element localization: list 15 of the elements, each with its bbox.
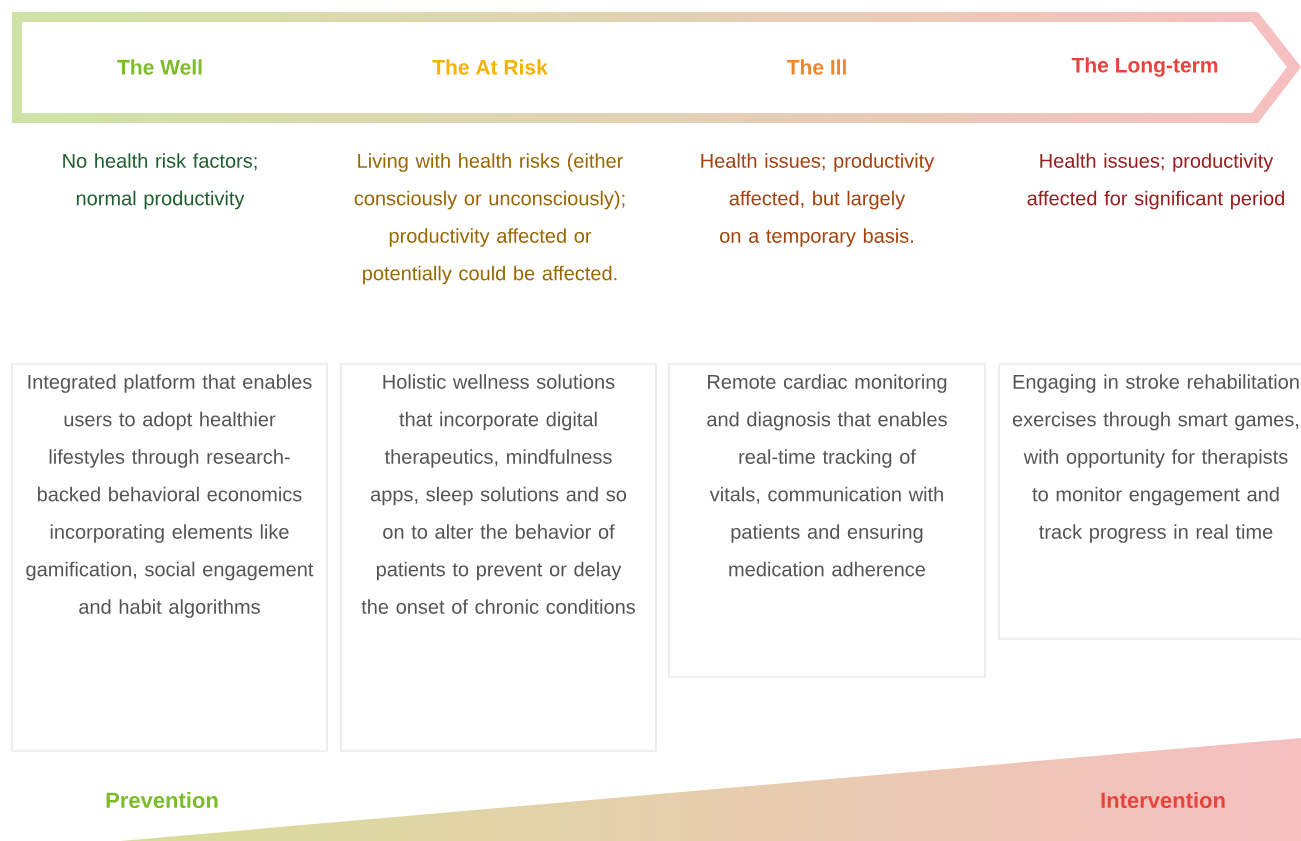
stage-heading: The Ill	[786, 59, 846, 75]
stage-description: Health issues; productivity affected, but largely on a temporary basis.	[701, 153, 935, 247]
stage-heading: The Long-term	[1071, 57, 1218, 77]
description-box: Engaging in stroke rehabilitation exercises through smart games, with opportunity for therapists to monitor engagement and track progress in real time	[998, 363, 1301, 640]
stage-heading: The At Risk	[432, 59, 548, 75]
description-box: Integrated platform that enables users to adopt healthier lifestyles through research-backed behavioral economics incorporating elements like gamification, social engagement and habit algorithms	[11, 363, 328, 752]
stage-heading: The Well	[117, 59, 202, 75]
scale-label: Prevention	[106, 791, 218, 809]
description-box: Holistic wellness solutions that incorporate digital therapeutics, mindfulness apps, sleep solutions and so on to alter the behavior of patients to prevent or delay the onset of chronic conditions	[340, 363, 657, 752]
stage-description: Living with health risks (either consciously or unconsciously); productivity affected or potentially could be affected.	[354, 153, 625, 285]
description-box: Remote cardiac monitoring and diagnosis that enables real-time tracking of vitals, communication with patients and ensuring medication adherence	[668, 363, 986, 678]
scale-label: Intervention	[1101, 791, 1225, 809]
stage-description: Health issues; productivity affected for significant period	[1027, 153, 1284, 210]
stage-description: No health risk factors; normal productivity	[63, 153, 257, 210]
arrow-band	[22, 22, 1287, 113]
